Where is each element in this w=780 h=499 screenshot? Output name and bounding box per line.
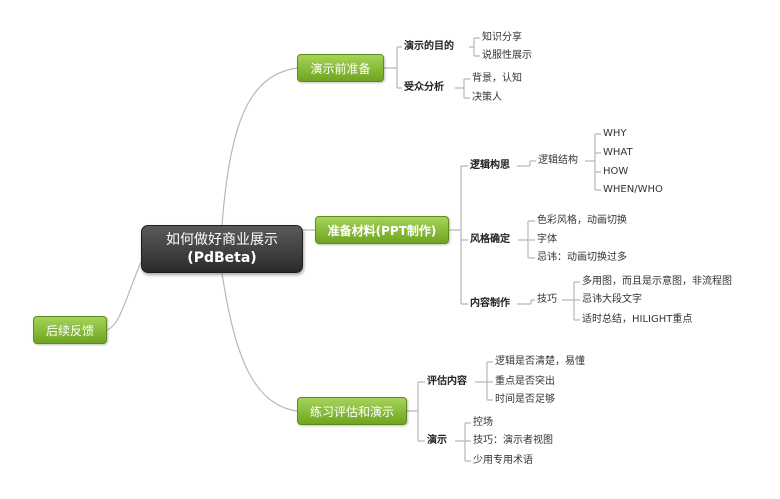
topic-style[interactable]: 风格确定 bbox=[470, 234, 510, 245]
topic-present-item-3[interactable]: 少用专用术语 bbox=[473, 455, 533, 466]
topic-logic-item-what[interactable]: WHAT bbox=[603, 147, 633, 158]
topic-evaluate-item-2[interactable]: 重点是否突出 bbox=[495, 376, 555, 387]
branch-follow-up[interactable]: 后续反馈 bbox=[33, 316, 107, 344]
topic-logic-structure[interactable]: 逻辑结构 bbox=[538, 155, 578, 166]
topic-content-item-2[interactable]: 忌讳大段文字 bbox=[582, 294, 642, 305]
connector-b3-present bbox=[455, 422, 471, 462]
topic-style-item-1[interactable]: 色彩风格，动画切换 bbox=[537, 215, 627, 226]
root-topic[interactable]: 如何做好商业展示 (PdBeta) bbox=[141, 225, 303, 273]
root-topic-line1: 如何做好商业展示 bbox=[166, 232, 278, 248]
topic-purpose[interactable]: 演示的目的 bbox=[404, 41, 454, 52]
topic-evaluate[interactable]: 评估内容 bbox=[427, 376, 467, 387]
topic-evaluate-item-1[interactable]: 逻辑是否清楚，易懂 bbox=[495, 356, 585, 367]
topic-audience-item-1[interactable]: 背景，认知 bbox=[472, 73, 522, 84]
topic-audience-item-2[interactable]: 决策人 bbox=[472, 92, 502, 103]
topic-content-item-3[interactable]: 适时总结，HILIGHT重点 bbox=[582, 314, 693, 325]
connector-root-b1 bbox=[221, 67, 298, 226]
topic-logic[interactable]: 逻辑构思 bbox=[470, 160, 510, 171]
branch-pre-presentation[interactable]: 演示前准备 bbox=[297, 54, 384, 82]
topic-audience[interactable]: 受众分析 bbox=[404, 82, 444, 93]
connector-b2-contentsub bbox=[562, 281, 580, 321]
connector-b1-purpose bbox=[469, 37, 480, 57]
topic-logic-item-how[interactable]: HOW bbox=[603, 166, 629, 177]
topic-present-item-1[interactable]: 控场 bbox=[473, 417, 493, 428]
topic-present[interactable]: 演示 bbox=[427, 435, 447, 446]
topic-purpose-item-2[interactable]: 说服性展示 bbox=[482, 50, 532, 61]
root-topic-line2: (PdBeta) bbox=[187, 250, 257, 266]
connector-b2-content bbox=[517, 299, 535, 305]
connector-b1-audience bbox=[455, 78, 470, 99]
topic-style-item-2[interactable]: 字体 bbox=[537, 234, 557, 245]
topic-content-item-1[interactable]: 多用图，而且是示意图，非流程图 bbox=[582, 276, 732, 287]
connector-b3-evaluate bbox=[475, 361, 493, 401]
connector-b3-fan bbox=[407, 381, 425, 442]
branch-practice-evaluate[interactable]: 练习评估和演示 bbox=[297, 397, 407, 425]
topic-present-item-2[interactable]: 技巧：演示者视图 bbox=[473, 435, 553, 446]
topic-content-tips[interactable]: 技巧 bbox=[537, 294, 557, 305]
branch-prepare-materials[interactable]: 准备材料(PPT制作) bbox=[315, 216, 449, 244]
connector-root-b3 bbox=[221, 272, 298, 412]
connector-b2-logicsub bbox=[585, 133, 601, 191]
topic-logic-item-when-who[interactable]: WHEN/WHO bbox=[603, 184, 663, 195]
connector-b1-fan bbox=[384, 46, 402, 89]
topic-purpose-item-1[interactable]: 知识分享 bbox=[482, 32, 522, 43]
topic-content[interactable]: 内容制作 bbox=[470, 298, 510, 309]
topic-evaluate-item-3[interactable]: 时间是否足够 bbox=[495, 394, 555, 405]
topic-style-item-3[interactable]: 忌讳：动画切换过多 bbox=[537, 252, 627, 263]
connector-root-b4 bbox=[106, 261, 142, 331]
connector-b2-fan bbox=[449, 165, 468, 305]
connector-b2-logic bbox=[517, 160, 536, 167]
connector-b2-style bbox=[518, 220, 535, 259]
topic-logic-item-why[interactable]: WHY bbox=[603, 128, 627, 139]
